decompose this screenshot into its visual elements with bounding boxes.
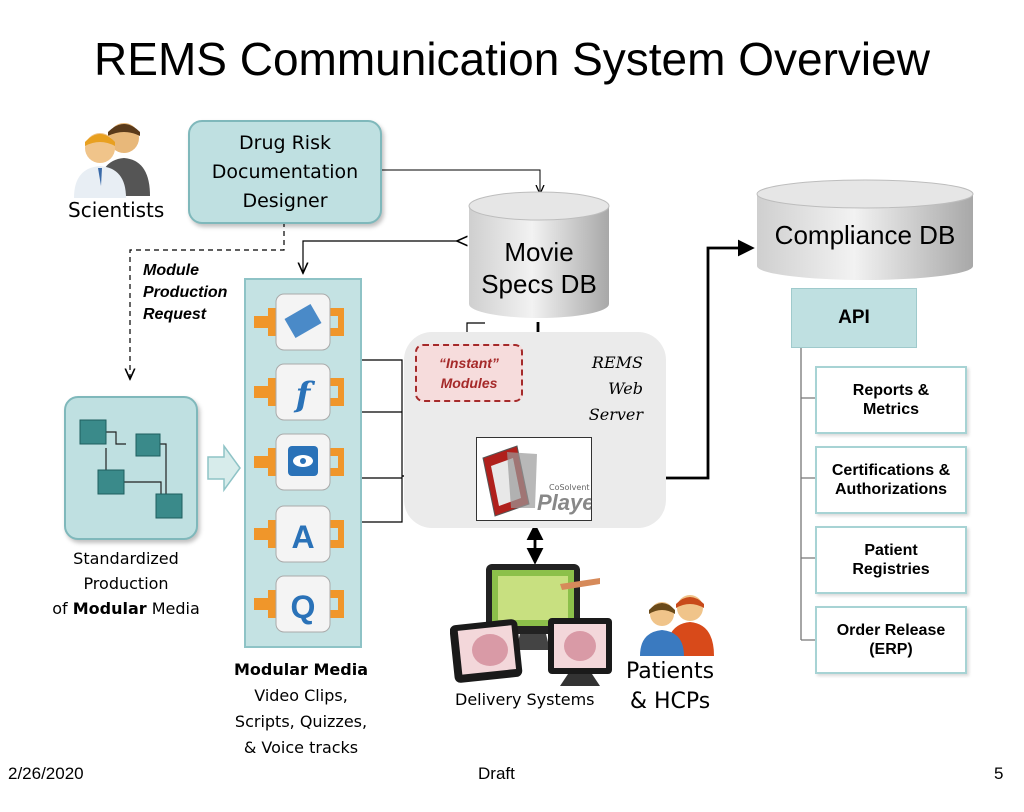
modular-media-line: & Voice tracks (243, 738, 359, 757)
compliance-db-label: Compliance DB (774, 220, 956, 250)
drug-risk-designer-box[interactable]: Drug Risk Documentation Designer (188, 120, 382, 224)
standardized-production-box[interactable] (64, 396, 198, 540)
request-line: Production (143, 284, 228, 301)
scientists-label: Scientists (68, 198, 165, 222)
patients-icon (640, 595, 714, 656)
instant-modules-box[interactable]: “Instant” Modules (415, 344, 523, 402)
movie-specs-db-label: Movie Specs DB (466, 236, 612, 300)
component-line: Authorizations (835, 481, 947, 498)
designer-line: Drug Risk (239, 131, 331, 154)
certifications-box[interactable]: Certifications & Authorizations (815, 446, 967, 514)
designer-moviedb-connector (380, 170, 540, 193)
delivery-devices-icon (450, 564, 612, 686)
modular-media-heading: Modular Media (233, 660, 368, 679)
component-line: Registries (852, 561, 930, 578)
server-line: REMS (591, 353, 643, 372)
media-modules: f A Q (254, 293, 344, 633)
instant-line: Modules (440, 375, 498, 391)
modular-media-line: Scripts, Quizzes, (234, 712, 368, 731)
std-text: Media (146, 599, 200, 618)
designer-line: Designer (242, 189, 328, 212)
designer-line: Documentation (211, 160, 359, 183)
rems-web-server-label: REMS Web Server (575, 350, 643, 428)
cosolvent-player-box[interactable]: CoSolvent Player (476, 437, 604, 521)
media-player-connector (358, 359, 470, 523)
request-line: Module (143, 262, 199, 279)
server-line: Web (608, 379, 643, 398)
std-text: of (52, 599, 73, 618)
page-title: REMS Communication System Overview (94, 33, 930, 85)
modular-media-label: Modular Media Video Clips, Scripts, Quiz… (218, 657, 384, 761)
flow-arrow (207, 443, 241, 493)
movie-specs-db-cylinder[interactable] (466, 190, 612, 324)
flash-glyph: f (294, 375, 316, 415)
player-logo-icon: CoSolvent Player (482, 445, 604, 517)
request-dashed-connector (130, 222, 285, 378)
server-line: Server (588, 405, 643, 424)
moviedb-modular-connector (303, 241, 458, 272)
component-line: Certifications & (831, 462, 951, 479)
component-line: Reports & (852, 382, 930, 399)
modular-media-line: Video Clips, (254, 686, 348, 705)
std-line: Standardized (73, 549, 179, 568)
letter-a-icon: A (254, 505, 344, 563)
db-line: Movie (504, 237, 574, 267)
order-release-box[interactable]: Order Release (ERP) (815, 606, 967, 674)
component-line: (ERP) (869, 641, 913, 658)
std-line: Production (83, 574, 169, 593)
modular-media-panel[interactable]: f A Q (244, 278, 362, 648)
player-brand: CoSolvent (549, 483, 590, 492)
std-line: of Modular Media (28, 596, 224, 621)
flowchart-icon (79, 419, 183, 519)
api-tree-connector (800, 348, 815, 641)
component-line: Metrics (862, 401, 919, 418)
patients-hcps-label: Patients & HCPs (626, 657, 714, 717)
letter-q-icon: Q (254, 575, 344, 633)
footer-status: Draft (478, 764, 515, 783)
scientists-icon (74, 123, 150, 198)
db-line: Specs DB (481, 269, 597, 299)
footer-date: 2/26/2020 (8, 764, 84, 783)
delivery-systems-label: Delivery Systems (455, 690, 595, 709)
footer-page-number: 5 (994, 764, 1004, 783)
instant-line: “Instant” (439, 355, 499, 371)
q-glyph: Q (291, 589, 316, 625)
component-line: Order Release (836, 622, 946, 639)
eye-icon (254, 433, 344, 491)
flash-icon: f (254, 363, 344, 421)
standardized-production-label: Standardized Production of Modular Media (28, 546, 224, 621)
reports-metrics-box[interactable]: Reports & Metrics (815, 366, 967, 434)
module-production-request-label: Module Production Request (143, 260, 227, 326)
a-glyph: A (291, 519, 314, 555)
film-icon (254, 293, 344, 351)
std-bold-text: Modular (72, 599, 147, 618)
player-name: Player (537, 490, 591, 515)
compliance-db-cylinder[interactable] (754, 178, 976, 284)
patients-line: & HCPs (629, 689, 711, 714)
component-line: Patient (864, 542, 918, 559)
patients-line: Patients (626, 659, 715, 684)
api-box[interactable]: API (791, 288, 917, 348)
request-line: Request (143, 306, 207, 323)
